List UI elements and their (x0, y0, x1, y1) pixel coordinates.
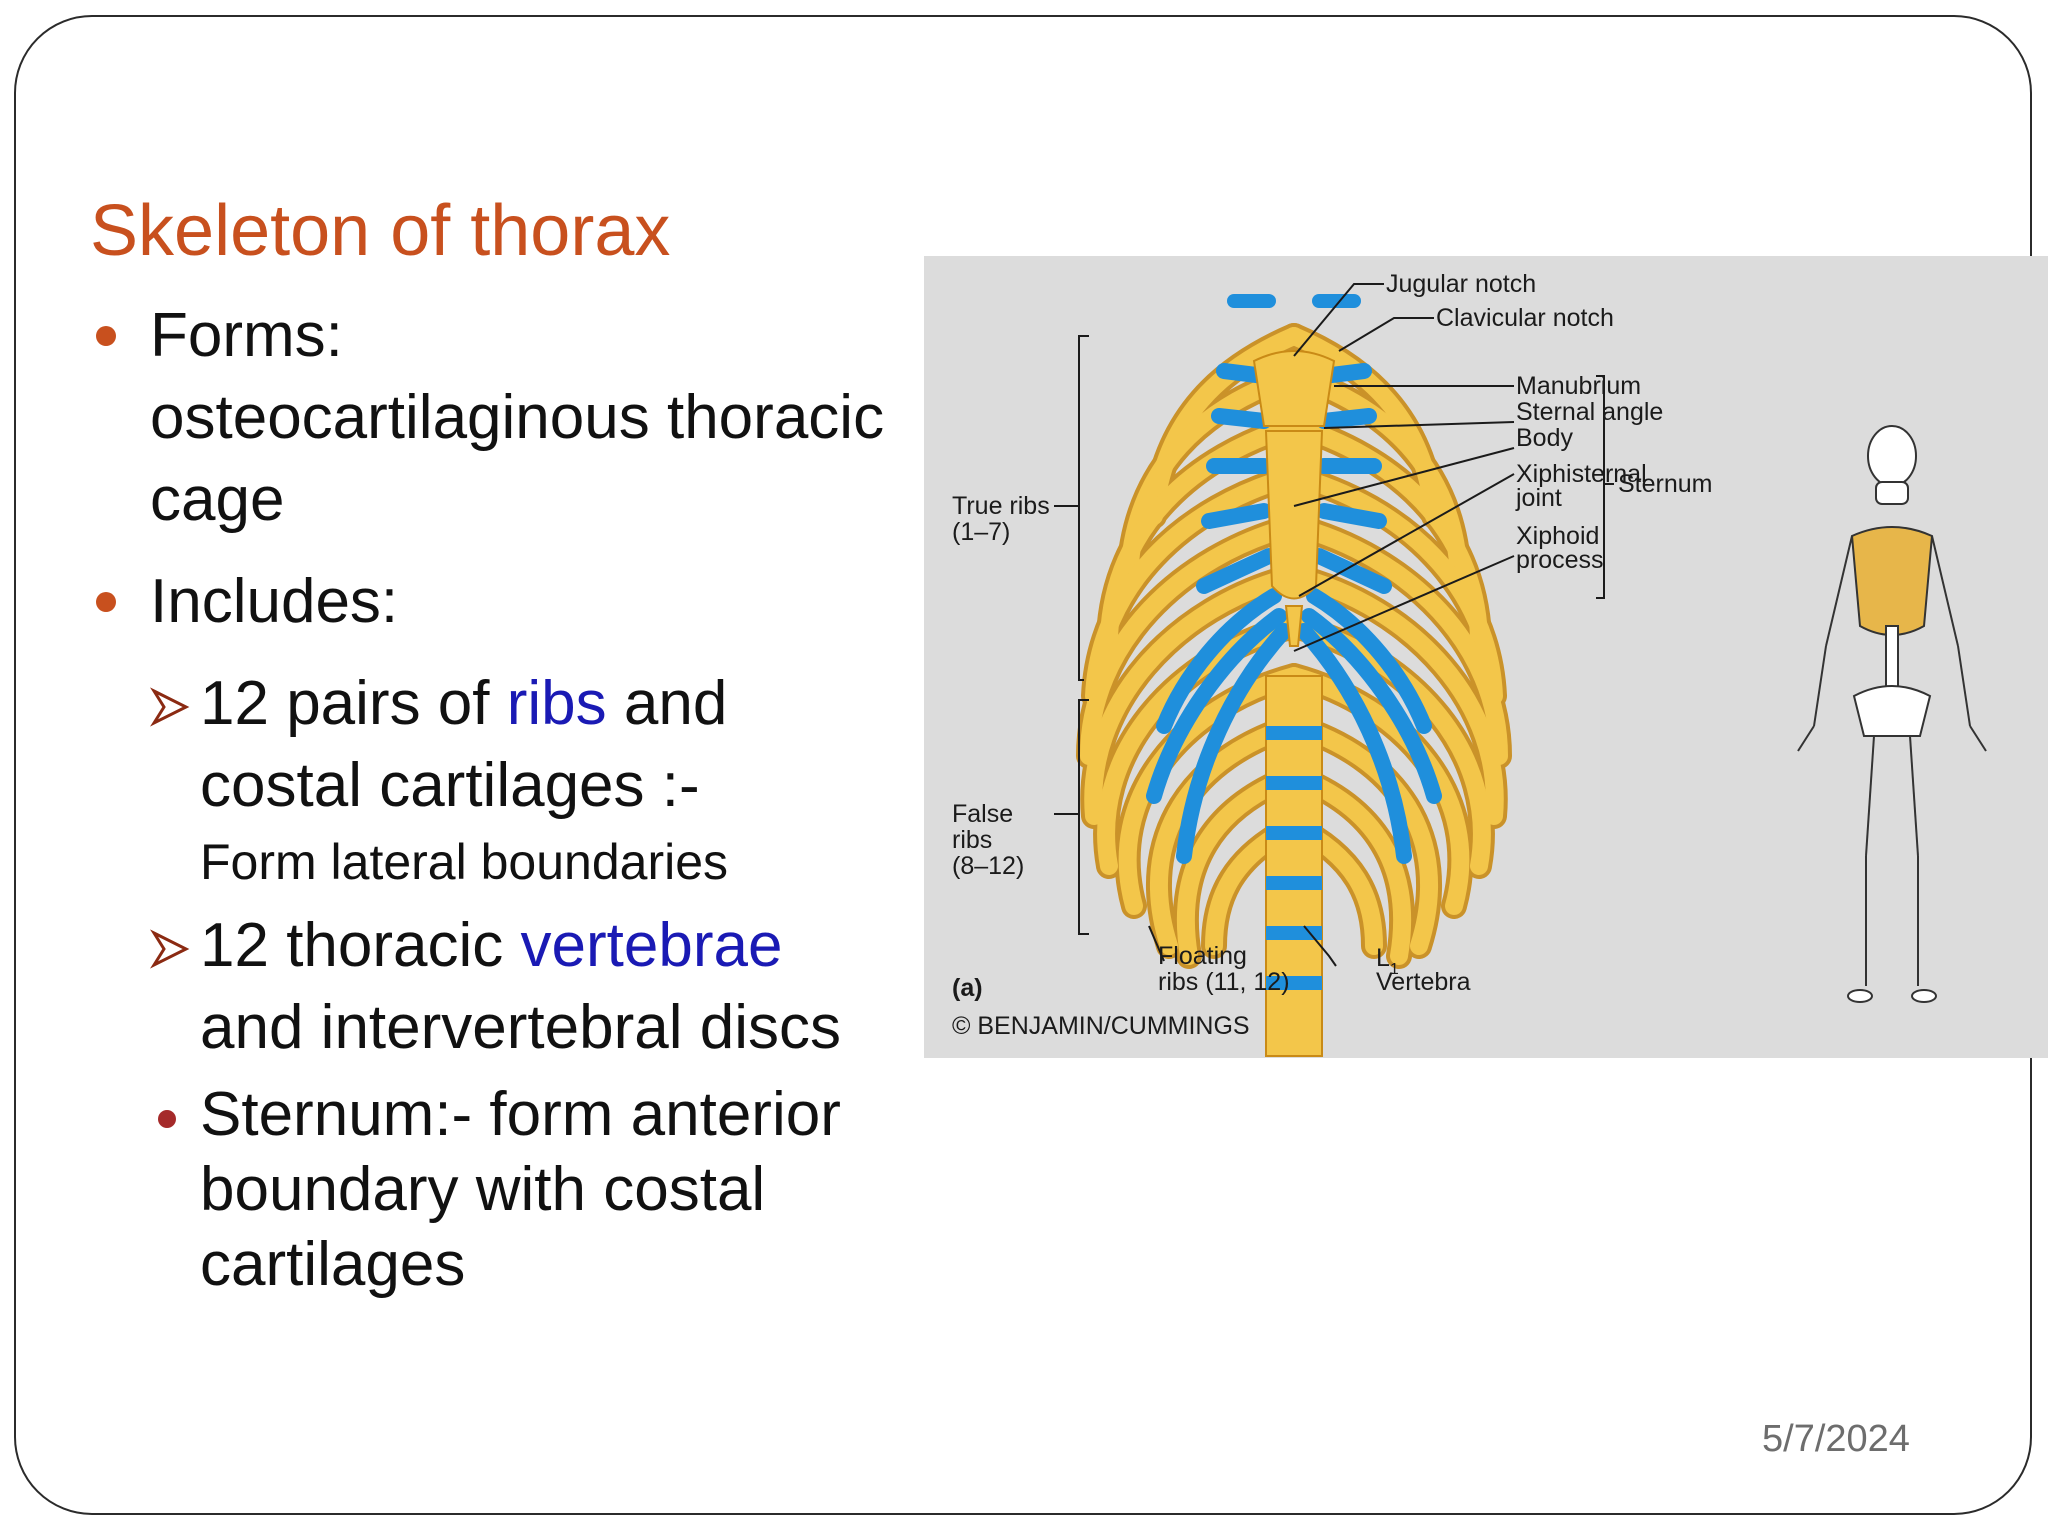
sub-item-sternum: Sternum:- form anterior boundary with co… (150, 1077, 890, 1302)
label-false-ribs-range: (8–12) (952, 852, 1024, 880)
bullet-includes: Includes: (90, 561, 890, 643)
arrowhead-bullet-icon (150, 929, 190, 969)
label-joint: joint (1515, 484, 1562, 512)
bullet-forms-rest: osteocartilaginous thoracic cage (150, 383, 885, 534)
ribs-keyword: ribs (506, 669, 607, 738)
label-manubrium: Manubrium (1516, 372, 1641, 400)
label-true-ribs: True ribs (952, 492, 1050, 520)
label-l1: L1 (1376, 944, 1399, 978)
vertebrae-keyword: vertebrae (520, 911, 783, 980)
label-false: False (952, 800, 1013, 828)
ribs-text-post: and costal cartilages :- (200, 669, 728, 820)
ribs-text-pre: 12 pairs of (200, 669, 507, 738)
label-clavicular-notch: Clavicular notch (1436, 304, 1614, 332)
label-body: Body (1516, 424, 1573, 452)
arrowhead-bullet-icon (150, 687, 190, 727)
label-floating: Floating (1158, 942, 1247, 970)
label-l1-subscript: 1 (1390, 961, 1399, 978)
label-xiphisternal: Xiphisternal (1516, 460, 1647, 488)
rib-cage-drawing (1076, 294, 1512, 1057)
sub-item-vertebrae: 12 thoracic vertebrae and intervertebral… (150, 905, 890, 1069)
slide-date: 5/7/2024 (1762, 1418, 1910, 1460)
thorax-figure: Jugular notch Clavicular notch Manubrium… (924, 256, 2048, 1058)
label-true-ribs-range: (1–7) (952, 518, 1010, 546)
bullet-dot-icon (96, 592, 116, 612)
slide-title: Skeleton of thorax (90, 191, 671, 271)
sternum-text: Sternum:- form anterior boundary with co… (200, 1080, 841, 1299)
label-sternum: Sternum (1618, 470, 1712, 498)
bullet-includes-head: Includes: (150, 567, 399, 636)
label-copyright: © BENJAMIN/CUMMINGS (952, 1012, 1250, 1040)
label-l1-letter: L (1376, 944, 1390, 972)
label-vertebra: Vertebra (1376, 968, 1471, 996)
bullet-forms: Forms: osteocartilaginous thoracic cage (90, 295, 890, 541)
label-floating-ribs: ribs (11, 12) (1158, 968, 1290, 996)
full-skeleton-thumbnail (1797, 425, 1987, 1003)
bullet-dot-icon (96, 326, 116, 346)
label-panel-a: (a) (952, 974, 983, 1002)
label-process: process (1516, 546, 1604, 574)
vertebrae-text-post: and intervertebral discs (200, 993, 841, 1062)
label-false-ribs: ribs (952, 826, 992, 854)
label-xiphoid: Xiphoid (1516, 522, 1599, 550)
vertebrae-text-pre: 12 thoracic (200, 911, 521, 980)
label-jugular-notch: Jugular notch (1386, 270, 1536, 298)
sub-bullet-dot-icon (158, 1110, 176, 1128)
label-sternal-angle: Sternal angle (1516, 398, 1663, 426)
slide-content: Forms: osteocartilaginous thoracic cage … (90, 295, 890, 1302)
bullet-forms-head: Forms: (150, 301, 343, 370)
sub-item-ribs: 12 pairs of ribs and costal cartilages :… (150, 663, 890, 897)
ribs-note: Form lateral boundaries (200, 834, 729, 890)
thoracic-cage-illustration: Jugular notch Clavicular notch Manubrium… (952, 270, 1987, 1057)
